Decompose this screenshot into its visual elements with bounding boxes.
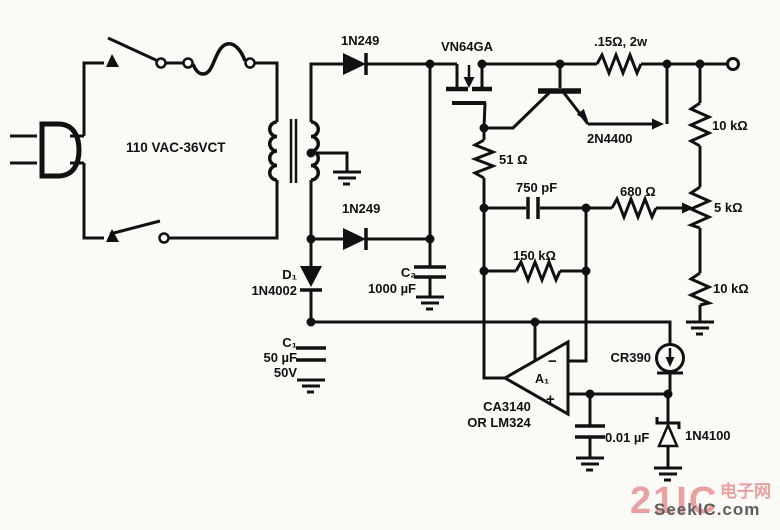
label-d1-ref: D₁ bbox=[282, 267, 297, 282]
label-opamp-part2: OR LM324 bbox=[467, 415, 531, 430]
bypass-cap-001 bbox=[575, 424, 605, 472]
error-amplifier bbox=[501, 339, 570, 417]
label-c2-value: 1000 µF bbox=[368, 281, 416, 296]
label-c1-voltage: 50V bbox=[274, 365, 297, 380]
divider-top-zigzag bbox=[687, 101, 713, 148]
label-d1-part: 1N4002 bbox=[251, 283, 297, 298]
label-rectifier-bottom: 1N249 bbox=[342, 201, 380, 216]
label-pot: 5 kΩ bbox=[714, 200, 743, 215]
label-zener: 1N4100 bbox=[685, 428, 731, 443]
filter-cap-c2 bbox=[414, 265, 446, 311]
ac-plug bbox=[39, 121, 82, 179]
resistor-680-zigzag bbox=[610, 194, 658, 222]
divider-bottom-zigzag bbox=[687, 271, 714, 307]
pot-5k-zigzag bbox=[686, 185, 713, 230]
resistor-150k-zigzag bbox=[514, 257, 562, 285]
power-switch-top bbox=[106, 54, 194, 69]
wires bbox=[10, 36, 728, 468]
divider-ground bbox=[686, 320, 714, 336]
resistors bbox=[470, 50, 714, 307]
label-transistor: 2N4400 bbox=[587, 131, 633, 146]
label-sense-resistor: .15Ω, 2w bbox=[594, 34, 648, 49]
pot-wiper-arrow bbox=[682, 202, 694, 214]
label-opamp-part1: CA3140 bbox=[483, 399, 531, 414]
label-cr390: CR390 bbox=[611, 350, 651, 365]
label-divider-bottom: 10 kΩ bbox=[713, 281, 749, 296]
junction-dots bbox=[306, 59, 705, 399]
center-tap-ground bbox=[333, 170, 361, 186]
label-c1-value: 50 µF bbox=[263, 350, 297, 365]
opamp-minus-sign: − bbox=[548, 353, 557, 370]
label-transformer: 110 VAC-36VCT bbox=[126, 140, 226, 155]
label-mosfet: VN64GA bbox=[441, 39, 494, 54]
rectifier-diode-bottom bbox=[343, 228, 368, 250]
fuse bbox=[191, 42, 256, 76]
resistor-51-zigzag bbox=[470, 138, 498, 180]
label-divider-top: 10 kΩ bbox=[712, 118, 748, 133]
rectifier-diode-top bbox=[343, 53, 368, 75]
power-switch-bottom bbox=[106, 229, 170, 244]
label-gate-resistor: 51 Ω bbox=[499, 152, 528, 167]
current-limit-transistor bbox=[538, 88, 664, 130]
watermark-brand: 21IC bbox=[630, 480, 719, 522]
current-regulator-cr390 bbox=[655, 343, 685, 375]
output-terminal bbox=[726, 57, 740, 71]
comp-cap-750pf bbox=[526, 197, 540, 219]
label-rectifier-top: 1N249 bbox=[341, 33, 379, 48]
label-wiper-resistor: 680 Ω bbox=[620, 184, 656, 199]
label-feedback-resistor: 150 kΩ bbox=[513, 248, 556, 263]
watermark-site: SeekIC.com bbox=[654, 500, 761, 519]
sense-resistor-zigzag bbox=[595, 50, 643, 78]
filter-cap-c1 bbox=[296, 346, 326, 394]
label-c2-ref: C₂ bbox=[401, 265, 416, 280]
pass-mosfet bbox=[446, 65, 492, 105]
label-bypass-cap: 0.01 µF bbox=[605, 430, 649, 445]
aux-diode-d1 bbox=[300, 266, 322, 292]
opamp-plus-sign: + bbox=[546, 391, 555, 408]
label-comp-cap: 750 pF bbox=[516, 180, 557, 195]
label-c1-ref: C₁ bbox=[282, 335, 297, 350]
label-opamp-ref: A₁ bbox=[535, 372, 549, 386]
watermark-brand-suffix: 电子网 bbox=[720, 482, 771, 501]
reference-zener bbox=[654, 417, 682, 482]
